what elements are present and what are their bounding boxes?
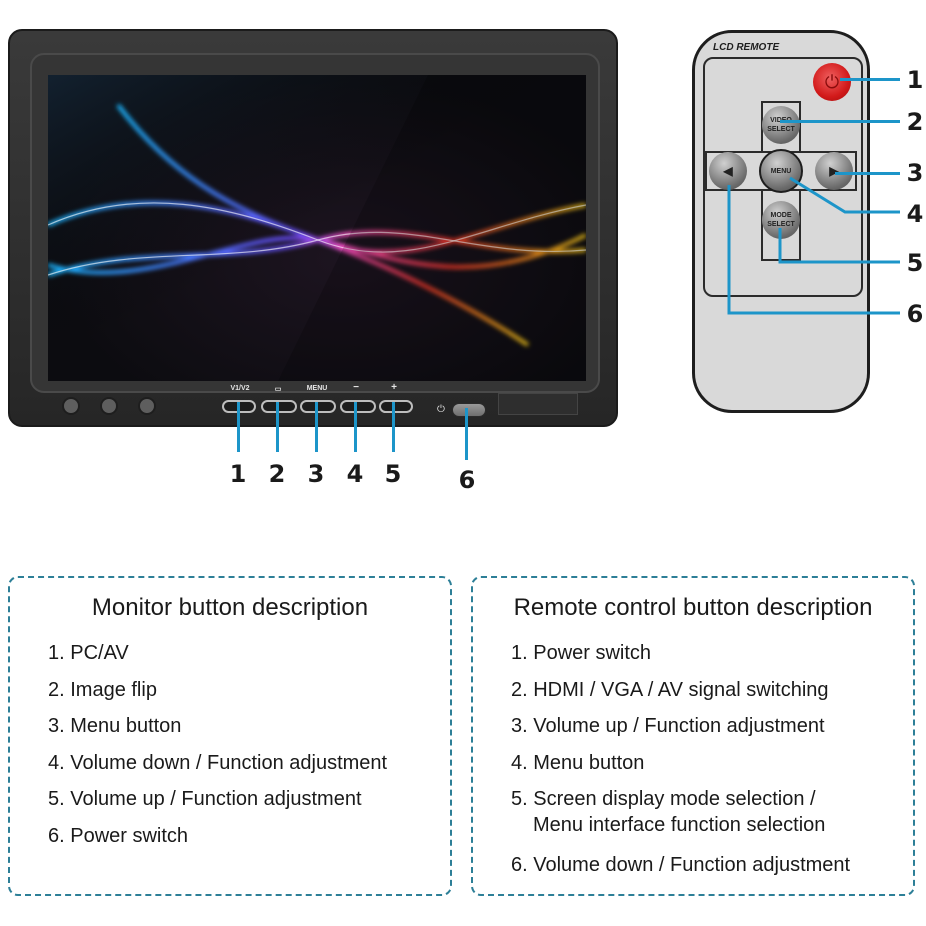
monitor-description-list: 1. PC/AV 2. Image flip 3. Menu button 4.… (48, 640, 387, 860)
mode-select-line2: SELECT (767, 221, 795, 228)
callout-line-4 (354, 402, 357, 452)
remote-callout-line-6 (727, 185, 900, 315)
list-item: 4. Menu button (511, 750, 850, 787)
button-label-minus: − (353, 382, 359, 393)
power-icon: ⏻ (824, 71, 840, 92)
remote-callout-paths (727, 176, 900, 315)
remote-button-panel (703, 57, 863, 297)
remote-callout-number-4: 4 (906, 200, 924, 228)
remote-callout-line-4 (789, 176, 900, 214)
callout-number-2: 2 (268, 460, 286, 488)
side-round-button-1[interactable] (62, 397, 80, 415)
remote-callout-line-3 (835, 172, 900, 175)
remote-callout-line-5 (778, 228, 900, 264)
list-item: 1. Power switch (511, 640, 850, 677)
list-item: 1. PC/AV (48, 642, 129, 664)
mode-select-line1: MODE (770, 212, 792, 219)
list-item-text: 2. HDMI / VGA / AV signal switching (511, 678, 829, 701)
list-item: 2. Image flip (48, 678, 157, 701)
right-arrow-icon: ▶ (829, 163, 839, 178)
side-round-button-2[interactable] (100, 397, 118, 415)
monitor-description-title: Monitor button description (91, 594, 369, 621)
ir-receiver-window (498, 393, 578, 415)
list-item: 5. Volume up / Function adjustment (48, 788, 362, 811)
remote-callout-number-2: 2 (906, 108, 924, 136)
list-item-text: 5. Screen display mode selection / (511, 788, 816, 811)
list-item-text: 1. Power switch (511, 642, 652, 664)
callout-line-3 (315, 402, 318, 452)
monitor: V1/V2 ▭ MENU − + ⏻ (8, 29, 618, 427)
list-item: 5. Screen display mode selection / Menu … (511, 786, 850, 852)
menu-label: MENU (770, 167, 792, 175)
callout-line-5 (392, 402, 395, 452)
callout-number-4: 4 (346, 460, 364, 488)
list-item: 3. Menu button (48, 715, 182, 738)
monitor-power-button[interactable] (452, 403, 486, 417)
button-label-flip: ▭ (274, 386, 282, 393)
screen-wallpaper (48, 75, 586, 381)
list-item: 2. HDMI / VGA / AV signal switching (511, 677, 850, 714)
remote-callout-number-3: 3 (906, 159, 924, 187)
list-item-continuation: Menu interface function selection (533, 814, 826, 837)
list-item: 6. Volume down / Function adjustment (511, 852, 850, 889)
monitor-description-box: Monitor button description 1. PC/AV 2. I… (8, 576, 452, 896)
remote-callout-line-2 (780, 120, 900, 123)
remote-menu-button[interactable]: MENU (759, 149, 803, 193)
mode-select-button[interactable]: MODE SELECT (762, 201, 800, 239)
remote-callout-number-1: 1 (906, 66, 924, 94)
list-item-text: 4. Menu button (511, 751, 645, 774)
callout-number-6: 6 (458, 466, 476, 494)
remote-description-title: Remote control button description (513, 594, 873, 621)
video-select-line2: SELECT (767, 126, 795, 133)
list-item: 6. Power switch (48, 824, 189, 847)
right-arrow-button[interactable]: ▶ (815, 152, 853, 190)
list-item-text: 6. Volume down / Function adjustment (511, 854, 851, 877)
callout-line-1 (237, 402, 240, 452)
remote-description-box: Remote control button description 1. Pow… (471, 576, 915, 896)
remote-callout-number-6: 6 (906, 300, 924, 328)
image-flip-button[interactable] (261, 400, 297, 413)
callout-line-2 (276, 402, 279, 452)
power-icon: ⏻ (437, 404, 445, 415)
remote-callout-line-1 (840, 78, 900, 81)
volume-down-button[interactable] (340, 400, 376, 413)
monitor-screen (48, 75, 586, 381)
remote-title: LCD REMOTE (713, 42, 780, 53)
remote-description-list: 1. Power switch 2. HDMI / VGA / AV signa… (511, 640, 850, 889)
callout-number-5: 5 (384, 460, 402, 488)
menu-button[interactable] (300, 400, 336, 413)
monitor-bezel (30, 53, 600, 393)
list-item-text: 3. Volume up / Function adjustment (511, 715, 825, 738)
callout-number-1: 1 (229, 460, 247, 488)
button-label-plus: + (391, 382, 397, 393)
button-label-menu: MENU (306, 385, 328, 392)
callout-line-6 (465, 408, 468, 460)
side-round-button-3[interactable] (138, 397, 156, 415)
remote-callout-number-5: 5 (906, 249, 924, 277)
callout-number-3: 3 (307, 460, 325, 488)
list-item: 3. Volume up / Function adjustment (511, 713, 850, 750)
volume-up-button[interactable] (379, 400, 413, 413)
list-item: 4. Volume down / Function adjustment (48, 751, 388, 774)
remote-power-button[interactable]: ⏻ (813, 63, 851, 101)
left-arrow-button[interactable]: ◀ (709, 152, 747, 190)
button-label-v1v2: V1/V2 (230, 385, 250, 392)
left-arrow-icon: ◀ (723, 163, 733, 178)
